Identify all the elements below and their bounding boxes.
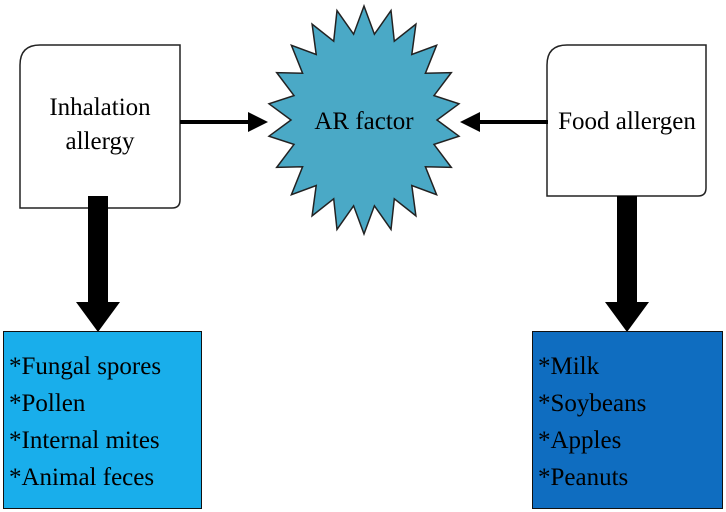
list-item: *Pollen [9, 390, 86, 417]
list-item: *Peanuts [538, 464, 629, 491]
list-item: *Soybeans [538, 390, 647, 417]
list-item: *Animal feces [9, 464, 155, 491]
inhalation-allergy-label: Inhalation allergy [20, 75, 180, 175]
list-item: *Apples [538, 427, 622, 454]
food-allergen-node [546, 44, 707, 197]
list-item: *Fungal spores [9, 353, 162, 380]
arrow-inhalation-to-center [180, 112, 268, 132]
food-allergen-list: *Milk *Soybeans *Apples *Peanuts [532, 331, 723, 509]
list-item: *Internal mites [9, 427, 160, 454]
inhalation-allergen-list: *Fungal spores *Pollen *Internal mites *… [3, 331, 202, 509]
arrow-food-to-center [460, 112, 548, 132]
arrow-inhalation-to-list [76, 196, 120, 332]
food-allergen-label: Food allergen [558, 108, 696, 135]
inhalation-label-line2: allergy [65, 128, 135, 155]
inhalation-allergy-node [19, 44, 181, 209]
list-item: *Milk [538, 353, 600, 380]
inhalation-label-line1: Inhalation [49, 94, 151, 121]
ar-factor-label: AR factor [314, 108, 414, 135]
arrow-food-to-list [605, 196, 649, 332]
ar-factor-starburst [267, 3, 461, 237]
